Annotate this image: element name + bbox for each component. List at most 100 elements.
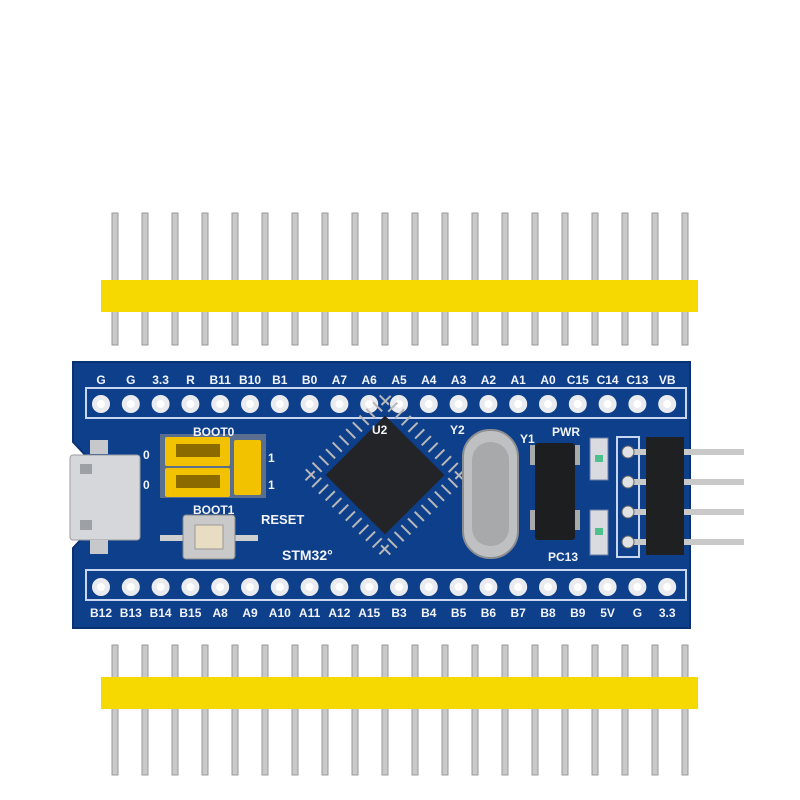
chip-pin	[324, 490, 336, 502]
chip-pin	[311, 477, 323, 488]
header-pin	[351, 212, 359, 346]
chip-pin	[380, 395, 392, 406]
chip-pin	[407, 421, 419, 433]
pin-label: B13	[120, 606, 142, 620]
pin-label: G	[96, 373, 105, 387]
pin-label: B1	[272, 373, 288, 387]
header-pin	[531, 644, 539, 776]
header-pin	[501, 644, 509, 776]
header-pin	[261, 212, 269, 346]
header-pin	[171, 644, 179, 776]
chip-pin	[352, 421, 363, 433]
pin-label: B15	[179, 606, 201, 620]
chip-pin	[387, 537, 398, 549]
chip-pin	[421, 435, 432, 447]
header-pin	[141, 644, 149, 776]
header-plastic	[101, 677, 698, 709]
chip-pin	[358, 414, 370, 426]
chip-pin	[434, 490, 445, 502]
chip-pin	[440, 484, 452, 495]
top-pin-holes	[92, 395, 677, 413]
pin-label: B11	[210, 373, 232, 387]
header-pin	[201, 212, 209, 346]
pin-label: A8	[213, 606, 229, 620]
swd-pin	[628, 479, 744, 485]
header-pin	[561, 212, 569, 346]
header-pin	[441, 212, 449, 346]
chip-pin	[365, 530, 376, 542]
jumper-one-label: 1	[268, 478, 275, 492]
leds	[589, 437, 609, 556]
chip-pin	[447, 477, 459, 489]
header-pin	[321, 212, 329, 346]
header-pin	[591, 212, 599, 346]
header-pin	[411, 212, 419, 346]
chip-pin	[305, 468, 316, 480]
silkscreen-text: BOOT0 BOOT1 RESET STM32° U2 Y2 Y1 PWR PC…	[143, 423, 580, 564]
pin-label: 3.3	[659, 606, 676, 620]
chip-pin	[414, 428, 425, 440]
header-pin	[411, 644, 419, 776]
y1-label: Y1	[520, 432, 535, 446]
header-pin	[621, 212, 629, 346]
pin-label: B12	[90, 606, 112, 620]
chip-pin	[378, 544, 390, 555]
swd-pin	[628, 509, 744, 515]
crystal-y1	[530, 443, 580, 540]
boot1-label: BOOT1	[193, 503, 235, 517]
chip-pin	[331, 441, 343, 453]
chip-pin	[434, 448, 446, 460]
header-pin	[441, 644, 449, 776]
chip-pin	[400, 415, 412, 426]
header-pin	[471, 644, 479, 776]
chip-pin	[427, 497, 439, 509]
pin-label: A12	[328, 606, 350, 620]
header-pin	[231, 212, 239, 346]
pin-label: A5	[391, 373, 407, 387]
pin-label: A11	[299, 606, 321, 620]
chip-pin	[427, 442, 439, 453]
header-pin	[531, 212, 539, 346]
crystal-y2	[462, 429, 519, 559]
pin-label: 5V	[600, 606, 615, 620]
pin-label: A10	[269, 606, 291, 620]
pc13-label: PC13	[548, 550, 578, 564]
chip-pin	[380, 544, 392, 556]
header-pin	[561, 644, 569, 776]
boot0-label: BOOT0	[193, 425, 235, 439]
chip-pin	[447, 462, 459, 473]
chip-pin	[325, 448, 336, 460]
pin-label: 3.3	[152, 373, 169, 387]
header-pin	[291, 212, 299, 346]
header-pin	[291, 644, 299, 776]
chip-pin	[372, 401, 383, 413]
header-pin	[651, 212, 659, 346]
header-pin	[141, 212, 149, 346]
chip-pin	[338, 435, 350, 446]
header-pin	[681, 644, 689, 776]
header-pin	[321, 644, 329, 776]
header-pin	[351, 644, 359, 776]
chip-pin	[311, 461, 323, 473]
u2-label: U2	[372, 423, 388, 437]
pin-label: B4	[421, 606, 437, 620]
pin-label: B7	[511, 606, 527, 620]
pin-label: G	[126, 373, 135, 387]
chip-pin	[441, 455, 452, 467]
pin-label: A0	[540, 373, 556, 387]
header-pin	[201, 644, 209, 776]
chip-pin	[420, 504, 432, 515]
boot-jumpers	[160, 434, 266, 498]
pin-label: A4	[421, 373, 437, 387]
pin-label: C13	[626, 373, 648, 387]
pin-label: R	[186, 373, 195, 387]
pin-label: A15	[358, 606, 380, 620]
chip-pin	[351, 517, 363, 529]
pin-label: B14	[150, 606, 172, 620]
reset-button	[160, 514, 258, 560]
chip-pin	[338, 503, 349, 515]
